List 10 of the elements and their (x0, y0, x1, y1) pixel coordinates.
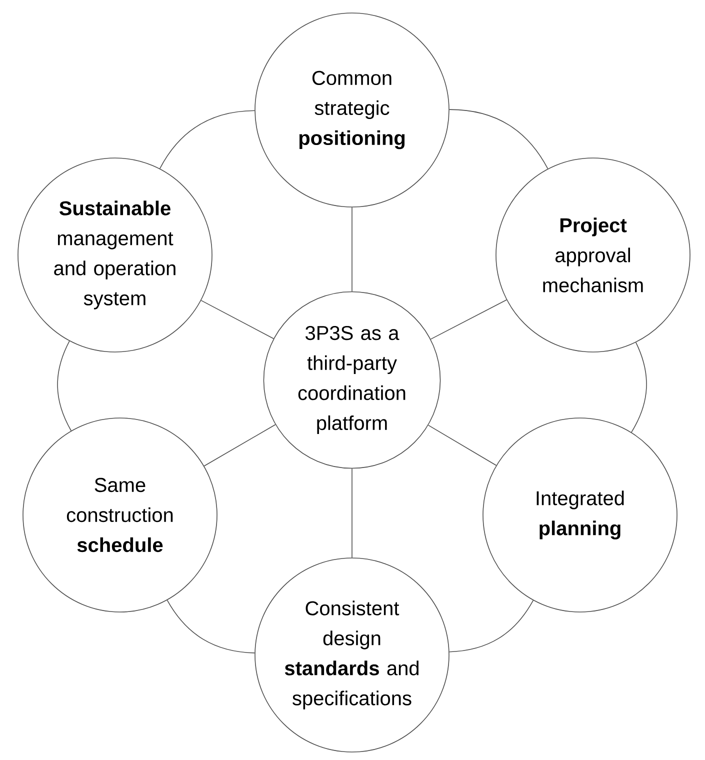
ring-arc (159, 110, 255, 169)
spoke-line (200, 300, 274, 340)
ring-arc (449, 109, 548, 170)
spoke-line (204, 424, 276, 466)
ring-arc (57, 340, 72, 432)
ring-arc (448, 600, 534, 652)
ring-arc (166, 600, 256, 654)
spoke-line (430, 299, 507, 340)
ring-arc (631, 342, 647, 433)
spoke-line (428, 424, 497, 466)
